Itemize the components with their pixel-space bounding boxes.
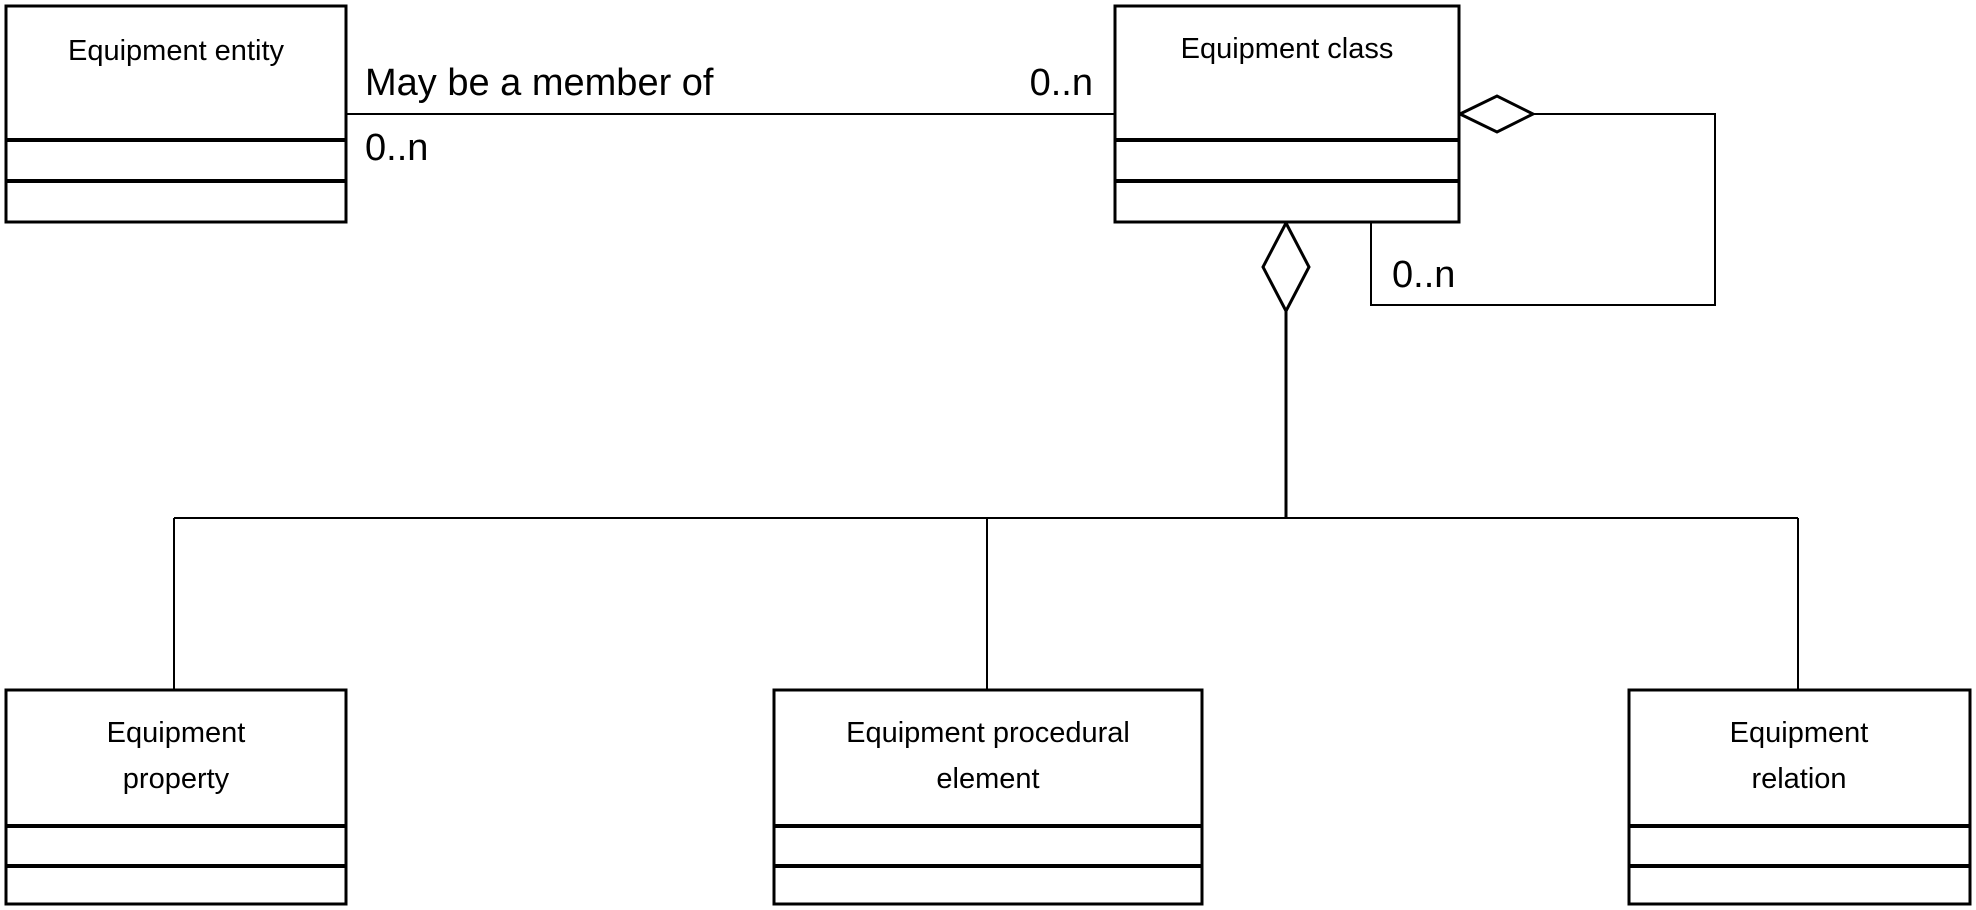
membership-multiplicity-entity-end: 0..n [365, 127, 428, 169]
class-equipment-class: Equipment class [1113, 4, 1461, 224]
class-name-line-2: property [123, 763, 230, 795]
self-aggregation-diamond [1456, 94, 1537, 134]
class-name-line-1: Equipment [107, 717, 246, 749]
membership-multiplicity-class-end: 0..n [1030, 62, 1093, 104]
parts-aggregation-diamond [1261, 219, 1311, 315]
membership-association-label: May be a member of [365, 62, 714, 104]
class-equipment-relation: Equipment relation [1627, 688, 1972, 906]
class-name-line-2: element [936, 763, 1039, 795]
class-equipment-entity: Equipment entity [4, 4, 348, 224]
class-name-line-1: Equipment [1730, 717, 1869, 749]
class-name: Equipment entity [68, 35, 285, 67]
self-aggregation-loop-line [1370, 113, 1716, 306]
class-equipment-procedural-element: Equipment procedural element [772, 688, 1204, 906]
class-equipment-property: Equipment property [4, 688, 348, 906]
class-name: Equipment class [1181, 33, 1394, 65]
class-name-line-2: relation [1751, 763, 1846, 795]
self-aggregation-multiplicity: 0..n [1392, 254, 1455, 296]
class-name-line-1: Equipment procedural [846, 717, 1130, 749]
